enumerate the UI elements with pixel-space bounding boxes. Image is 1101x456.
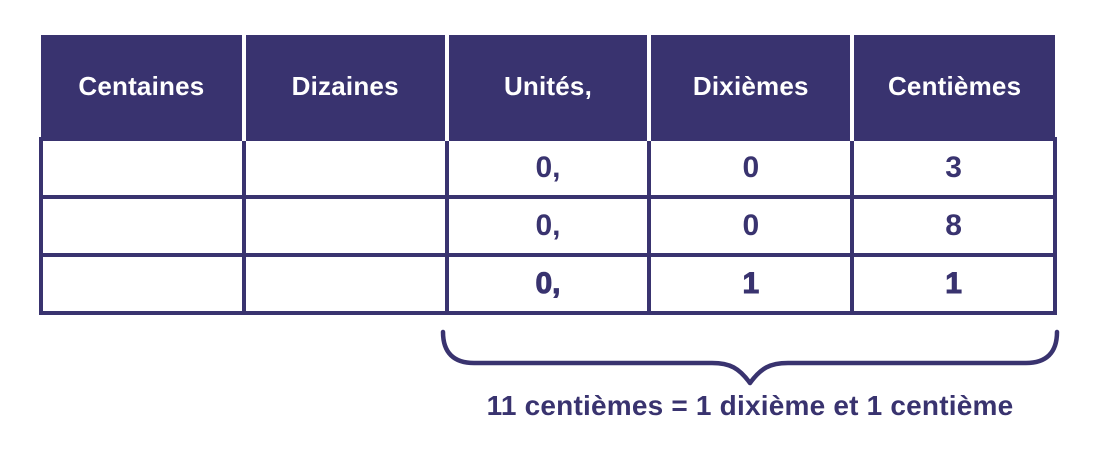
cell-centiemes: 8: [850, 195, 1057, 257]
header-cell-unites: Unités,: [446, 35, 652, 139]
cell-centaines: [39, 137, 246, 199]
cell-dizaines: [241, 137, 449, 199]
cell-centaines: [39, 253, 246, 315]
annotation-text: 11 centièmes = 1 dixième et 1 centième: [486, 390, 1014, 421]
place-value-table: Centaines Dizaines Unités, Dixièmes Cent…: [39, 35, 1057, 315]
cell-unites: 0,: [444, 253, 652, 315]
cell-dixiemes: 0: [647, 137, 855, 199]
cell-dizaines: [241, 253, 449, 315]
cell-unites: 0,: [444, 195, 652, 257]
table-row: 0, 0 3: [39, 137, 1057, 199]
table-row: 0, 0 8: [39, 195, 1057, 257]
cell-centiemes: 1: [850, 253, 1057, 315]
header-cell-dixiemes: Dixièmes: [649, 35, 855, 139]
cell-centiemes: 3: [850, 137, 1057, 199]
cell-centaines: [39, 195, 246, 257]
header-cell-dizaines: Dizaines: [243, 35, 449, 139]
header-row: Centaines Dizaines Unités, Dixièmes Cent…: [41, 35, 1055, 139]
cell-unites: 0,: [444, 137, 652, 199]
cell-dixiemes: 1: [647, 253, 855, 315]
cell-dizaines: [241, 195, 449, 257]
header-cell-centaines: Centaines: [41, 35, 246, 139]
cell-dixiemes: 0: [647, 195, 855, 257]
curly-brace-icon: [440, 329, 1060, 386]
header-cell-centiemes: Centièmes: [852, 35, 1055, 139]
table-row-result: 0, 1 1: [39, 253, 1057, 315]
